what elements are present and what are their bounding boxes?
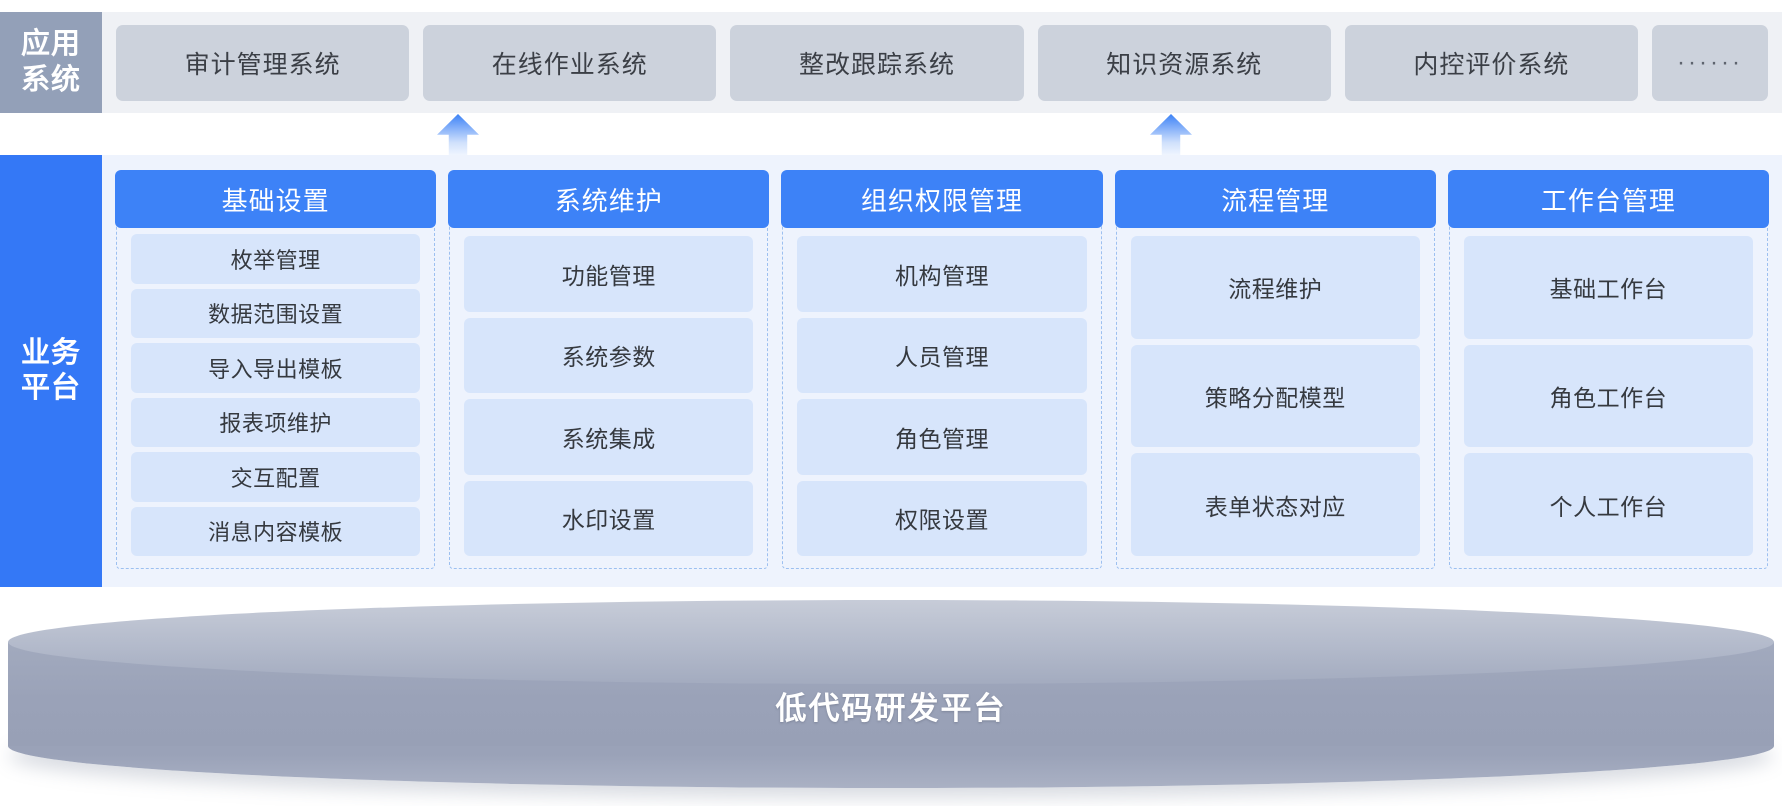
module-group-workbench-management: 工作台管理 基础工作台 角色工作台 个人工作台 bbox=[1447, 170, 1770, 569]
module-item-list-system-maintenance: 功能管理 系统参数 系统集成 水印设置 bbox=[450, 228, 767, 560]
module-item-list-workbench-management: 基础工作台 角色工作台 个人工作台 bbox=[1450, 228, 1767, 560]
business-layer-label-line1: 业务 bbox=[20, 336, 81, 369]
app-card-internal-control-evaluation[interactable]: 内控评价系统 bbox=[1344, 24, 1639, 101]
app-card-more-ellipsis[interactable]: ······ bbox=[1652, 24, 1769, 101]
module-group-system-maintenance: 系统维护 功能管理 系统参数 系统集成 水印设置 bbox=[448, 170, 770, 569]
module-group-title-workbench-management[interactable]: 工作台管理 bbox=[1447, 170, 1770, 228]
module-group-basic-settings: 基础设置 枚举管理 数据范围设置 导入导出模板 报表项维护 交互配置 消息内容模… bbox=[115, 170, 437, 569]
module-item-permission-settings[interactable]: 权限设置 bbox=[797, 480, 1087, 556]
module-item-system-parameters[interactable]: 系统参数 bbox=[464, 317, 754, 393]
module-item-basic-workbench[interactable]: 基础工作台 bbox=[1463, 236, 1754, 339]
module-item-process-maintenance[interactable]: 流程维护 bbox=[1130, 236, 1420, 339]
module-group-process-management: 流程管理 流程维护 策略分配模型 表单状态对应 bbox=[1114, 170, 1436, 569]
module-group-title-org-permission-management[interactable]: 组织权限管理 bbox=[781, 170, 1103, 228]
app-card-rectification-tracking[interactable]: 整改跟踪系统 bbox=[730, 24, 1024, 101]
business-layer-label: 业务 平台 bbox=[0, 155, 102, 587]
module-item-personal-workbench[interactable]: 个人工作台 bbox=[1463, 453, 1754, 557]
module-item-enum-management[interactable]: 枚举管理 bbox=[131, 234, 421, 284]
module-item-list-org-permission-management: 机构管理 人员管理 角色管理 权限设置 bbox=[783, 228, 1100, 560]
module-item-list-basic-settings: 枚举管理 数据范围设置 导入导出模板 报表项维护 交互配置 消息内容模板 bbox=[117, 228, 434, 560]
module-group-title-system-maintenance[interactable]: 系统维护 bbox=[448, 170, 770, 228]
module-item-personnel-management[interactable]: 人员管理 bbox=[797, 317, 1087, 393]
module-item-watermark-settings[interactable]: 水印设置 bbox=[464, 480, 754, 556]
low-code-platform-label: 低代码研发平台 bbox=[775, 690, 1007, 726]
app-card-online-operation[interactable]: 在线作业系统 bbox=[423, 24, 717, 101]
module-item-organization-management[interactable]: 机构管理 bbox=[797, 236, 1087, 312]
module-item-system-integration[interactable]: 系统集成 bbox=[464, 399, 754, 475]
module-item-policy-allocation-model[interactable]: 策略分配模型 bbox=[1130, 344, 1420, 448]
module-item-data-scope-settings[interactable]: 数据范围设置 bbox=[131, 288, 421, 338]
cylinder-top-shape bbox=[8, 600, 1774, 684]
module-item-import-export-template[interactable]: 导入导出模板 bbox=[131, 343, 421, 393]
module-group-org-permission-management: 组织权限管理 机构管理 人员管理 角色管理 权限设置 bbox=[781, 170, 1103, 569]
business-module-groups: 基础设置 枚举管理 数据范围设置 导入导出模板 报表项维护 交互配置 消息内容模… bbox=[102, 155, 1782, 587]
module-item-role-workbench[interactable]: 角色工作台 bbox=[1463, 344, 1754, 448]
business-layer-label-line2: 平台 bbox=[20, 372, 81, 404]
module-item-function-management[interactable]: 功能管理 bbox=[464, 236, 754, 312]
module-item-interaction-config[interactable]: 交互配置 bbox=[131, 452, 421, 502]
module-group-title-basic-settings[interactable]: 基础设置 bbox=[115, 170, 437, 228]
business-platform-layer: 业务 平台 基础设置 枚举管理 数据范围设置 导入导出模板 报表项维护 交互配置… bbox=[0, 155, 1782, 587]
application-layer-label: 应用 系统 bbox=[0, 12, 102, 113]
arrow-up-icon-online-operation bbox=[437, 114, 479, 160]
module-item-message-content-template[interactable]: 消息内容模板 bbox=[131, 506, 421, 556]
module-item-role-management[interactable]: 角色管理 bbox=[797, 399, 1087, 475]
app-card-knowledge-resource[interactable]: 知识资源系统 bbox=[1037, 24, 1331, 101]
application-systems-layer: 应用 系统 审计管理系统 在线作业系统 整改跟踪系统 知识资源系统 内控评价系统… bbox=[0, 12, 1782, 113]
module-item-form-status-mapping[interactable]: 表单状态对应 bbox=[1130, 453, 1420, 557]
module-group-title-process-management[interactable]: 流程管理 bbox=[1114, 170, 1436, 228]
application-layer-label-line2: 系统 bbox=[20, 63, 81, 96]
application-systems-list: 审计管理系统 在线作业系统 整改跟踪系统 知识资源系统 内控评价系统 ·····… bbox=[102, 12, 1782, 113]
module-item-list-process-management: 流程维护 策略分配模型 表单状态对应 bbox=[1117, 228, 1434, 560]
low-code-platform-layer: 低代码研发平台 bbox=[8, 600, 1774, 796]
application-layer-label-line1: 应用 bbox=[20, 28, 81, 61]
arrow-up-icon-internal-control bbox=[1150, 114, 1192, 160]
module-item-report-item-maintenance[interactable]: 报表项维护 bbox=[131, 397, 421, 447]
app-card-audit-management[interactable]: 审计管理系统 bbox=[116, 24, 410, 101]
